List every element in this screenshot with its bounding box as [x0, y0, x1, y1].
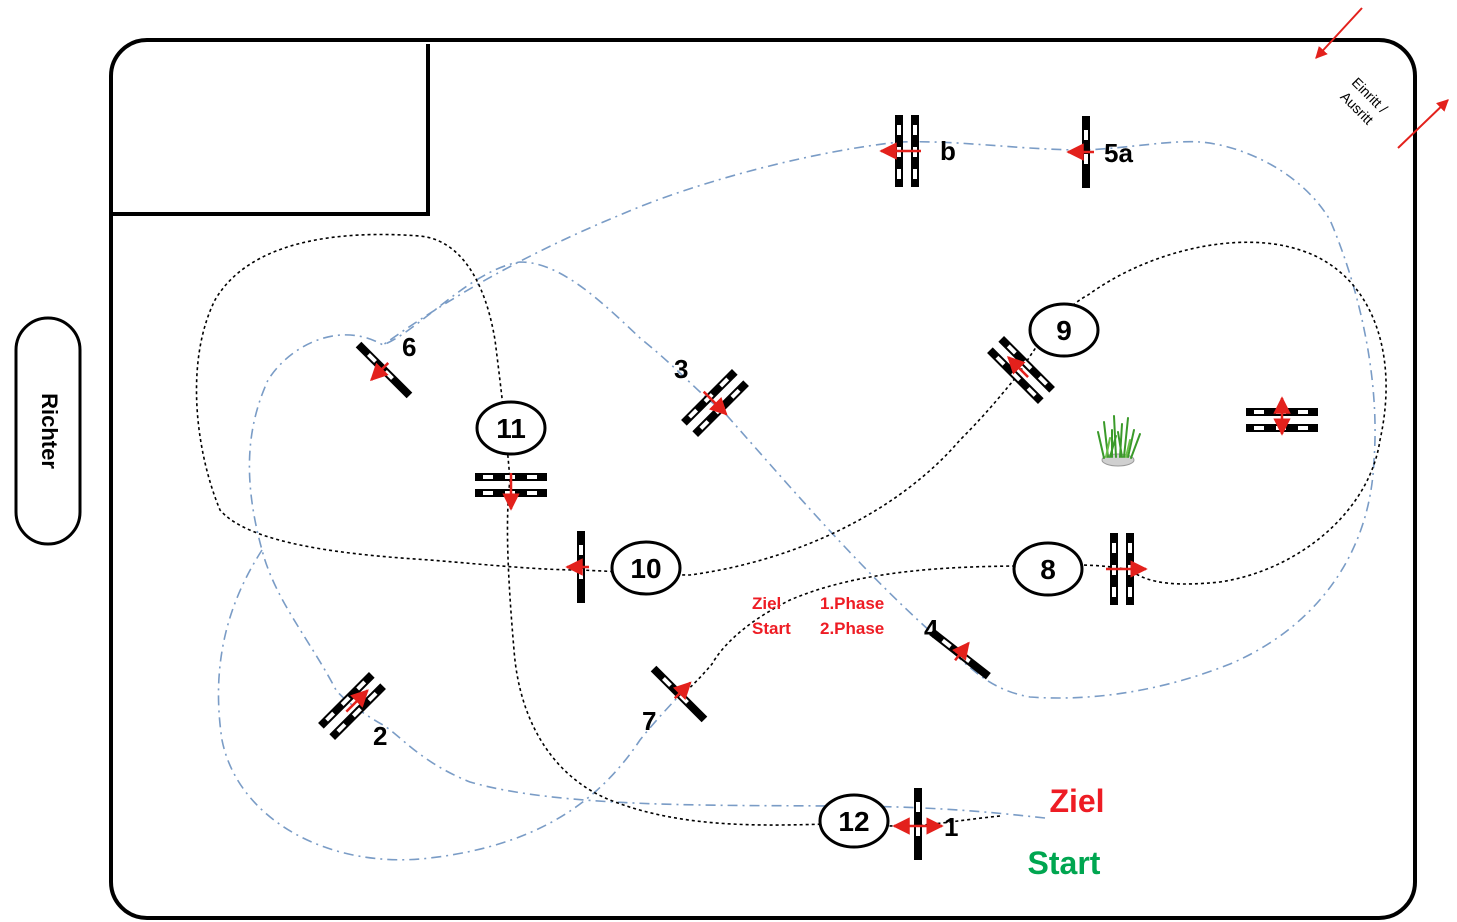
obstacle-label-12: 12	[838, 806, 869, 837]
obstacle-label-7: 7	[642, 706, 656, 736]
obstacle-label-4: 4	[924, 614, 939, 644]
finish-label: Ziel	[1049, 783, 1104, 819]
phase-note-start: Start	[752, 619, 791, 638]
obstacle-8	[1106, 533, 1148, 605]
obstacle-3	[681, 369, 749, 437]
obstacle-11	[475, 473, 547, 511]
phase-note-phase2: 2.Phase	[820, 619, 884, 638]
entrance-label: Einritt / Ausritt	[1337, 74, 1391, 128]
obstacle-marker-11	[475, 400, 547, 456]
obstacle-5a	[1066, 116, 1094, 188]
obstacle-7	[650, 665, 708, 723]
grass-plant-icon	[1097, 415, 1141, 467]
obstacle-4	[929, 628, 991, 680]
obstacle-label-1: 1	[944, 812, 958, 842]
arena-corner-box	[113, 44, 430, 216]
obstacle-marker-10	[610, 540, 682, 596]
judge-box	[14, 316, 82, 546]
obstacle-marker-8	[1012, 541, 1084, 597]
obstacle-marker-9	[1028, 302, 1100, 358]
obstacle-9	[987, 336, 1055, 404]
obstacle-2	[318, 672, 386, 740]
phase-note-phase1: 1.Phase	[820, 594, 884, 613]
obstacle-marker-12	[818, 793, 890, 849]
obstacle-label-9: 9	[1056, 315, 1072, 346]
judge-label: Richter	[37, 393, 62, 469]
obstacle-label-5a: 5a	[1104, 138, 1133, 168]
start-label: Start	[1028, 845, 1101, 881]
obstacle-label-10: 10	[630, 553, 661, 584]
obstacle-label-6: 6	[402, 332, 416, 362]
phase1-path	[248, 140, 1376, 819]
phase-note-finish: Ziel	[752, 594, 781, 613]
obstacle-label-11: 11	[496, 413, 526, 444]
entrance-arrow	[1315, 7, 1363, 59]
obstacle-5b	[879, 115, 921, 187]
obstacle-6	[355, 341, 413, 399]
phase1-path-lower	[217, 549, 691, 861]
obstacle-1	[892, 788, 944, 860]
obstacle-label-3: 3	[674, 354, 688, 384]
obstacle-label-8: 8	[1040, 554, 1056, 585]
obstacle-label-5b: b	[940, 136, 956, 166]
exit-arrow	[1397, 99, 1449, 149]
arena-boundary	[109, 38, 1417, 920]
obstacle-10	[565, 531, 589, 603]
obstacle-label-2: 2	[373, 721, 387, 751]
obstacle-extra-jump	[1246, 396, 1318, 436]
